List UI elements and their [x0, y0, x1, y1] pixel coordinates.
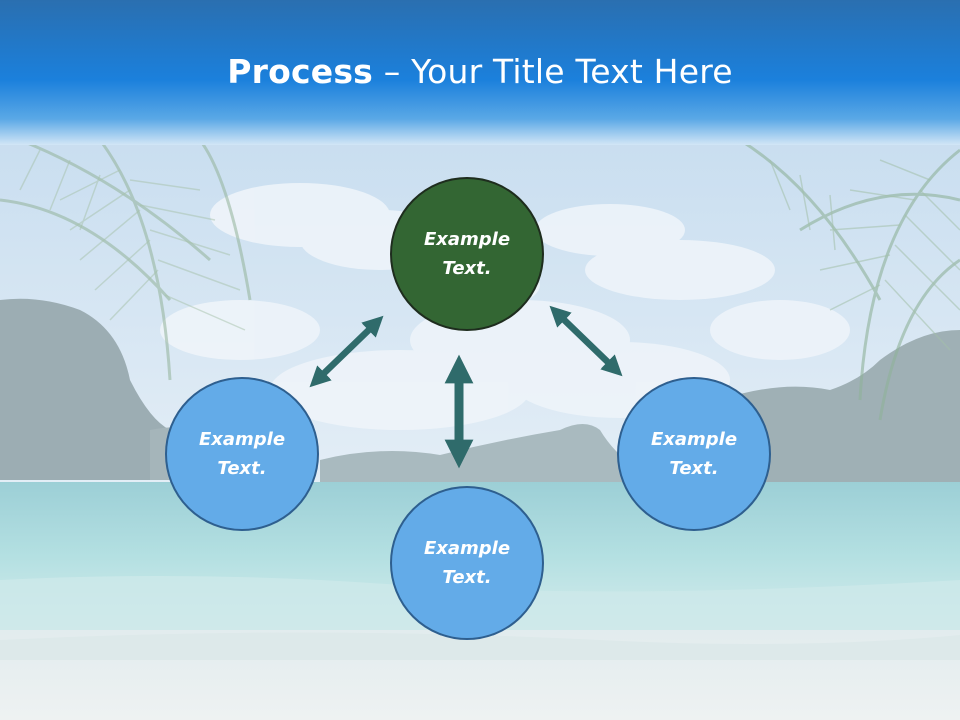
node-text-line1: Example — [423, 229, 511, 250]
node-text-line2: Text. — [442, 258, 492, 279]
node-text-line2: Text. — [442, 567, 492, 588]
process-node-left: Example Text. — [165, 377, 319, 531]
node-text-line2: Text. — [217, 458, 267, 479]
process-node-top: Example Text. — [390, 177, 544, 331]
process-node-right: Example Text. — [617, 377, 771, 531]
slide-title: Process – Your Title Text Here — [0, 52, 960, 91]
node-text-line2: Text. — [669, 458, 719, 479]
title-rest-part: – Your Title Text Here — [373, 52, 733, 91]
title-bold-part: Process — [227, 52, 374, 91]
process-node-bottom: Example Text. — [390, 486, 544, 640]
node-text-line1: Example — [423, 538, 511, 559]
node-text-line1: Example — [650, 429, 738, 450]
arrow-top-right — [549, 305, 623, 377]
arrow-top-left — [309, 315, 384, 388]
node-text-line1: Example — [198, 429, 286, 450]
